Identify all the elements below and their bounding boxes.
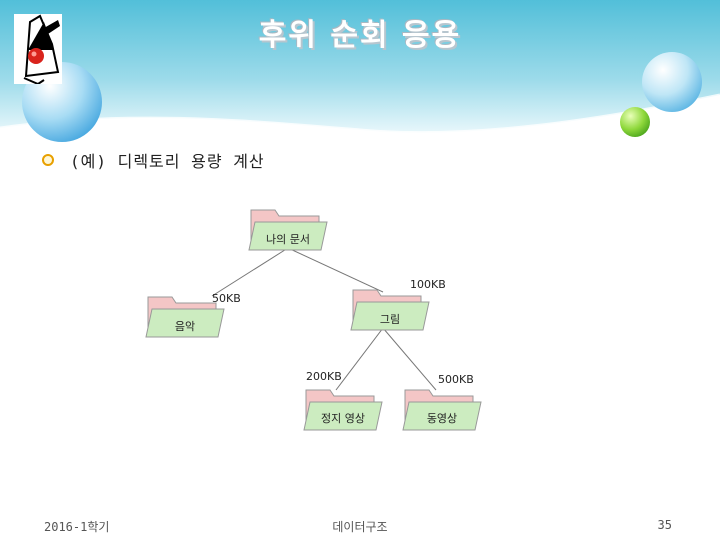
folder-label-video: 동영상	[427, 412, 457, 425]
folder-icon	[303, 389, 383, 431]
decorative-bubble	[620, 107, 650, 137]
folder-label-root: 나의 문서	[266, 233, 310, 246]
title-banner	[0, 0, 720, 133]
java-duke-logo-icon	[14, 14, 62, 84]
slide-title: 후위 순회 응용	[0, 10, 720, 54]
footer-page-number: 35	[657, 518, 672, 532]
folder-icon	[248, 209, 328, 251]
slide-title-text: 후위 순회 응용	[258, 18, 462, 53]
edge-pictures-video	[382, 327, 437, 391]
bullet-icon	[42, 154, 54, 166]
folder-icon	[145, 296, 225, 338]
folder-label-pictures: 그림	[380, 313, 400, 326]
size-label-video: 500KB	[438, 373, 474, 386]
footer-course: 데이터구조	[332, 520, 388, 534]
bullet-item: (예) 디렉토리 용량 계산	[42, 148, 265, 172]
size-label-still: 200KB	[306, 370, 342, 383]
folder-icon	[402, 389, 482, 431]
size-label-pictures: 100KB	[410, 278, 446, 291]
bullet-text: (예) 디렉토리 용량 계산	[70, 152, 265, 171]
edge-pictures-still	[335, 327, 384, 391]
tree-edges	[211, 247, 437, 391]
folder-label-still: 정지 영상	[321, 412, 365, 425]
folder-icon	[350, 289, 430, 331]
edge-root-pictures	[287, 247, 384, 293]
size-label-music: 50KB	[212, 292, 241, 305]
edge-root-music	[211, 247, 289, 297]
footer-semester: 2016-1학기	[44, 520, 110, 534]
folder-label-music: 음악	[175, 320, 195, 333]
decorative-bubble	[642, 52, 702, 112]
